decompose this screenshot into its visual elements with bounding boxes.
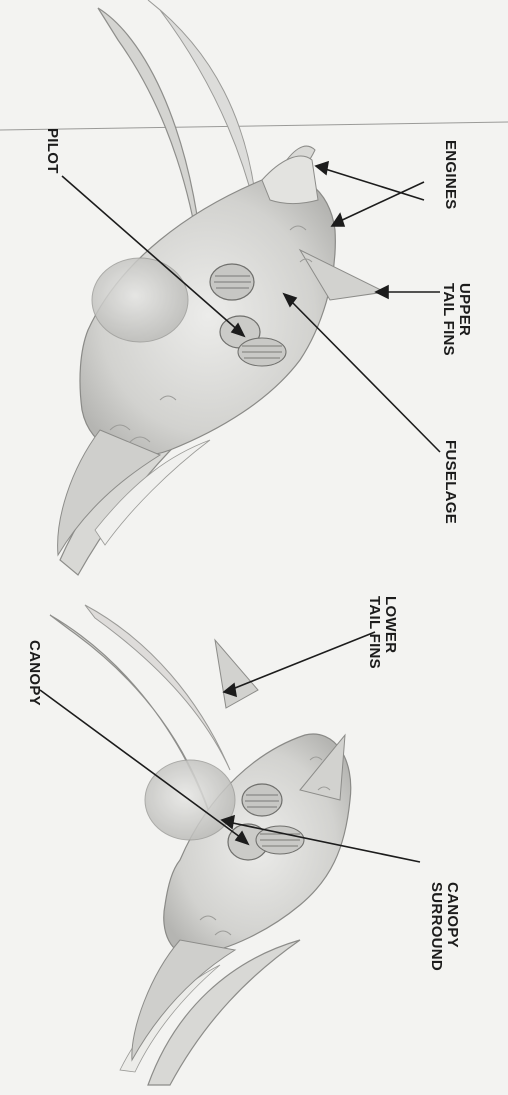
paper-crease — [0, 122, 508, 130]
top-display-stand — [92, 258, 188, 342]
label-canopy: CANOPY — [26, 640, 42, 706]
label-fuselage: FUSELAGE — [442, 440, 458, 524]
label-pilot: PILOT — [44, 128, 60, 174]
top-aircraft-model — [58, 0, 385, 575]
label-upper-tail-fins: UPPER TAIL FINS — [440, 283, 472, 356]
top-engine — [262, 156, 318, 204]
label-canopy-surround: CANOPY SURROUND — [428, 882, 460, 971]
bottom-aircraft-model — [50, 605, 351, 1085]
label-lower-tail-fins: LOWER TAIL FINS — [366, 596, 398, 669]
label-engines: ENGINES — [442, 140, 458, 210]
